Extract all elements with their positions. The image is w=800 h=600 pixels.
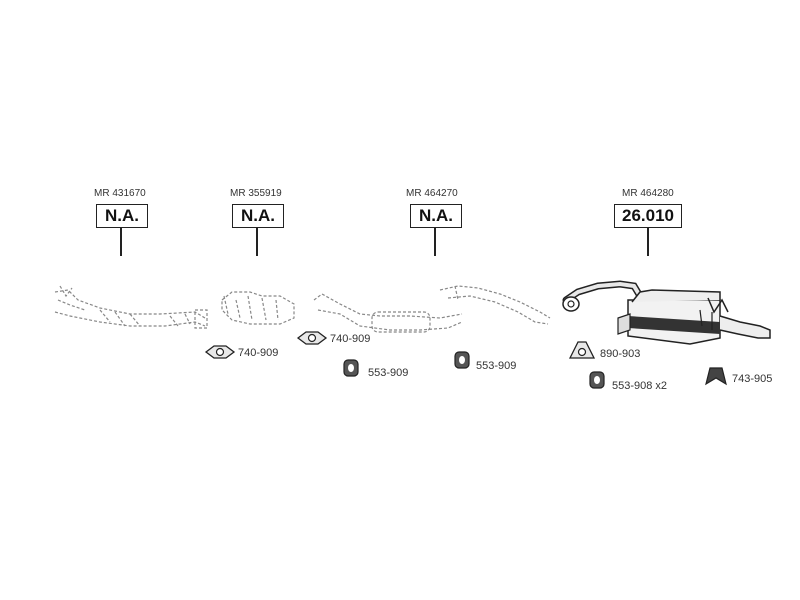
- part-number-3: MR 464270: [406, 188, 458, 199]
- rubber-hanger-icon[interactable]: [705, 367, 727, 386]
- price-box-3[interactable]: N.A.: [410, 204, 462, 228]
- part-label: 553-908 x2: [612, 380, 668, 392]
- gasket-icon[interactable]: [296, 331, 328, 345]
- rubber-mount-icon[interactable]: [589, 371, 605, 389]
- catalyst-drawing[interactable]: [221, 291, 295, 325]
- part-number-1: MR 431670: [94, 188, 146, 199]
- rubber-mount-icon[interactable]: [343, 359, 359, 377]
- part-number-2: MR 355919: [230, 188, 282, 199]
- gasket-icon[interactable]: [204, 345, 236, 359]
- price-box-4[interactable]: 26.010: [614, 204, 682, 228]
- part-number-4: MR 464280: [622, 188, 674, 199]
- part-label: 890-903: [600, 348, 641, 360]
- part-label: 553-909: [368, 367, 409, 379]
- center-pipe-drawing[interactable]: [313, 285, 551, 333]
- part-label: 743-905: [732, 373, 773, 385]
- rear-muffler-drawing[interactable]: [562, 280, 771, 345]
- gasket-icon[interactable]: [568, 341, 596, 359]
- part-label: 553-909: [476, 360, 517, 372]
- price-box-1[interactable]: N.A.: [96, 204, 148, 228]
- rubber-mount-icon[interactable]: [454, 351, 470, 369]
- front-pipe-drawing[interactable]: [54, 285, 208, 329]
- part-label: 740-909: [238, 347, 279, 359]
- part-label: 740-909: [330, 333, 371, 345]
- price-box-2[interactable]: N.A.: [232, 204, 284, 228]
